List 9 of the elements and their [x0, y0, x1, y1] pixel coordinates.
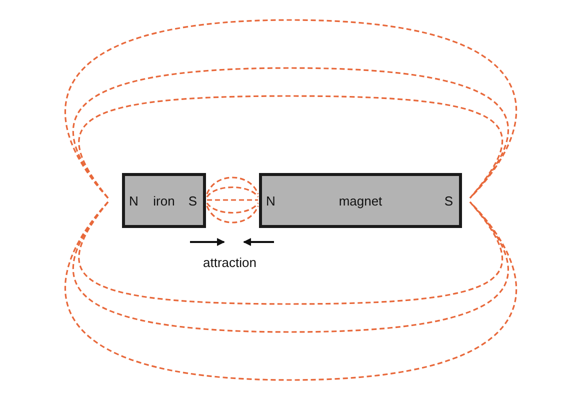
pole-label: N [129, 193, 138, 208]
bar-magnet-block [122, 173, 206, 228]
caption-label: attraction [203, 255, 256, 270]
pole-label: N [266, 193, 276, 208]
block-label: magnet [338, 193, 382, 208]
bar-magnet-block [259, 173, 462, 228]
pole-label: S [188, 193, 197, 208]
block-label: iron [153, 193, 175, 208]
pole-label: S [444, 193, 453, 208]
